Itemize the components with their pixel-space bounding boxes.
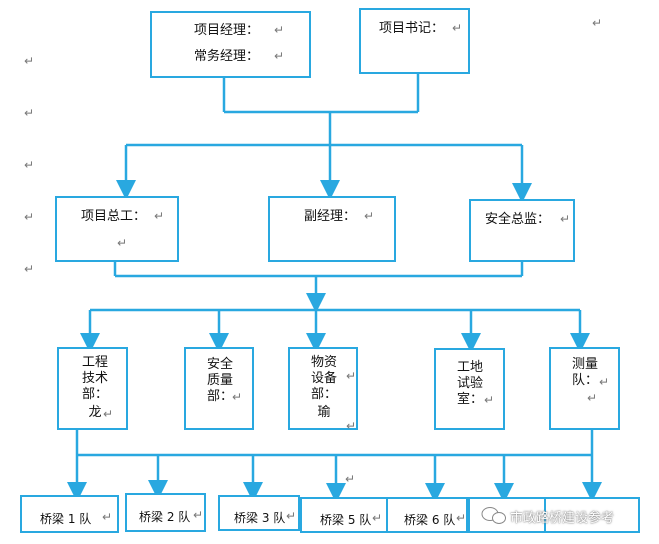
bridge-team-label: 桥梁 6 队 bbox=[404, 513, 456, 527]
project-manager-label: 项目经理： bbox=[194, 23, 260, 38]
return-mark: ↵ bbox=[154, 209, 165, 223]
dept-label: 试验 bbox=[456, 376, 483, 391]
return-mark: ↵ bbox=[117, 236, 128, 250]
dept-label: 龙 bbox=[88, 405, 102, 420]
return-mark: ↵ bbox=[24, 262, 35, 276]
bridge-team-3-box: 桥梁 3 队 ↵ bbox=[218, 495, 300, 531]
return-mark: ↵ bbox=[372, 511, 383, 525]
deputy-manager-box: 副经理： ↵ bbox=[268, 196, 396, 262]
dept-label: 测量 bbox=[571, 357, 598, 372]
return-mark: ↵ bbox=[193, 508, 204, 522]
return-mark: ↵ bbox=[587, 391, 598, 405]
return-mark: ↵ bbox=[484, 393, 495, 407]
dept-label: 工程 bbox=[81, 355, 108, 370]
return-mark: ↵ bbox=[102, 510, 113, 524]
site-lab-box: 工地 试验 室： ↵ bbox=[434, 348, 505, 430]
bridge-team-label: 桥梁 2 队 bbox=[139, 510, 191, 524]
return-mark: ↵ bbox=[103, 407, 114, 421]
return-mark: ↵ bbox=[24, 210, 35, 224]
party-secretary-box: 项目书记： ↵ bbox=[359, 8, 470, 74]
dept-label: 安全 bbox=[206, 357, 233, 372]
return-mark: ↵ bbox=[24, 54, 35, 68]
return-mark: ↵ bbox=[346, 419, 357, 433]
return-mark: ↵ bbox=[560, 212, 571, 226]
bridge-team-2-box: 桥梁 2 队 ↵ bbox=[125, 493, 206, 532]
chief-engineer-label: 项目总工： bbox=[81, 209, 147, 224]
party-secretary-label: 项目书记： bbox=[379, 21, 445, 36]
project-manager-box: 项目经理： ↵ 常务经理： ↵ bbox=[150, 11, 311, 78]
dept-label: 工地 bbox=[456, 360, 483, 375]
materials-equipment-dept-box: 物资 设备 部： 瑜 ↵ ↵ bbox=[288, 347, 358, 433]
dept-label: 瑜 bbox=[317, 405, 331, 420]
chief-engineer-box: 项目总工： ↵ ↵ bbox=[55, 196, 179, 262]
dept-label: 物资 bbox=[310, 355, 337, 370]
watermark-text: 市政路桥建设参考 bbox=[510, 511, 615, 526]
dept-label: 队： bbox=[571, 373, 598, 388]
return-mark: ↵ bbox=[286, 509, 297, 523]
bridge-team-1-box: 桥梁 1 队 ↵ bbox=[20, 495, 119, 533]
bridge-team-7-box bbox=[468, 497, 548, 533]
return-mark: ↵ bbox=[364, 209, 375, 223]
safety-director-label: 安全总监： bbox=[485, 212, 551, 227]
dept-label: 质量 bbox=[206, 373, 233, 388]
return-mark: ↵ bbox=[456, 511, 467, 525]
engineering-tech-dept-box: 工程 技术 部： 龙 ↵ bbox=[57, 347, 128, 430]
dept-label: 技术 bbox=[81, 371, 108, 386]
return-mark: ↵ bbox=[346, 369, 357, 383]
return-mark: ↵ bbox=[24, 106, 35, 120]
return-mark: ↵ bbox=[232, 390, 243, 404]
return-mark: ↵ bbox=[24, 158, 35, 172]
bridge-team-label: 桥梁 5 队 bbox=[320, 513, 372, 527]
bridge-team-8-box bbox=[544, 497, 640, 533]
dept-label: 设备 bbox=[310, 371, 337, 386]
safety-quality-dept-box: 安全 质量 部： ↵ bbox=[184, 347, 254, 430]
deputy-manager-label: 副经理： bbox=[304, 209, 357, 224]
return-mark: ↵ bbox=[452, 21, 463, 35]
bridge-team-5-box: 桥梁 5 队 ↵ bbox=[300, 497, 388, 533]
bridge-team-6-box: 桥梁 6 队 ↵ bbox=[386, 497, 468, 533]
executive-manager-label: 常务经理： bbox=[194, 49, 260, 64]
survey-team-box: 测量 队： ↵ ↵ bbox=[549, 347, 620, 430]
return-mark: ↵ bbox=[274, 49, 285, 63]
bridge-team-label: 桥梁 1 队 bbox=[40, 512, 92, 526]
dept-label: 室： bbox=[456, 392, 483, 407]
return-mark: ↵ bbox=[345, 472, 356, 486]
dept-label: 部： bbox=[206, 389, 233, 404]
dept-label: 部： bbox=[81, 387, 108, 402]
safety-director-box: 安全总监： ↵ bbox=[469, 199, 575, 262]
return-mark: ↵ bbox=[274, 23, 285, 37]
return-mark: ↵ bbox=[599, 375, 610, 389]
bridge-team-label: 桥梁 3 队 bbox=[234, 511, 286, 525]
return-mark: ↵ bbox=[592, 16, 603, 30]
dept-label: 部： bbox=[310, 387, 337, 402]
